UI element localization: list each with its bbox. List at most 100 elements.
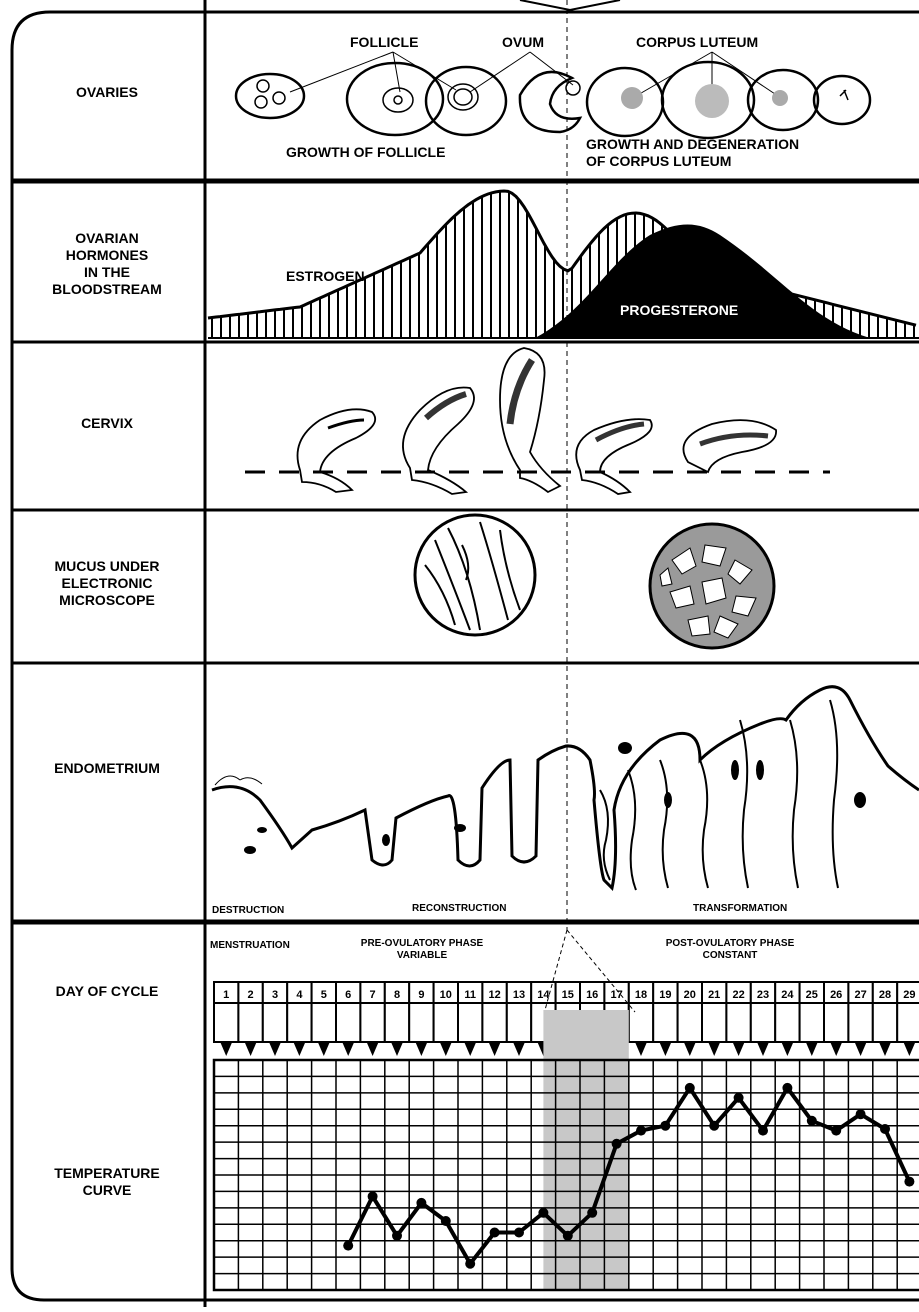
progesterone-area	[535, 224, 870, 338]
temperature-point	[831, 1126, 841, 1136]
temperature-point	[368, 1191, 378, 1201]
day-marker	[830, 1042, 842, 1056]
label-growth-degeneration: GROWTH AND DEGENERATION OF CORPUS LUTEUM	[586, 136, 799, 170]
cervix-row-label: CERVIX	[12, 415, 202, 432]
day-marker	[367, 1042, 379, 1056]
temperature-point	[782, 1083, 792, 1093]
day-marker	[635, 1042, 647, 1056]
temperature-point	[416, 1198, 426, 1208]
day-number: 2	[248, 989, 254, 1001]
day-number: 27	[854, 989, 866, 1001]
follicle-large	[426, 67, 506, 135]
day-number: 23	[757, 989, 769, 1001]
day-number: 13	[513, 989, 525, 1001]
temperature-point	[538, 1208, 548, 1218]
day-number: 9	[418, 989, 424, 1001]
ovaries-row-label: OVARIES	[12, 84, 202, 101]
day-number: 7	[370, 989, 376, 1001]
day-marker	[293, 1042, 305, 1056]
label-destruction: DESTRUCTION	[212, 905, 284, 917]
day-marker	[757, 1042, 769, 1056]
day-number: 19	[659, 989, 671, 1001]
day-number: 3	[272, 989, 278, 1001]
endometrium-row-label: ENDOMETRIUM	[12, 760, 202, 777]
day-number: 29	[903, 989, 915, 1001]
day-number: 5	[321, 989, 327, 1001]
day-number: 22	[732, 989, 744, 1001]
day-number: 25	[806, 989, 818, 1001]
day-marker	[342, 1042, 354, 1056]
day-marker	[318, 1042, 330, 1056]
day-number: 20	[684, 989, 696, 1001]
temperature-point	[807, 1116, 817, 1126]
day-number: 8	[394, 989, 400, 1001]
label-pre-ovulatory: PRE-OVULATORY PHASE VARIABLE	[332, 938, 512, 962]
hormones-row-label: OVARIAN HORMONES IN THE BLOODSTREAM	[12, 230, 202, 298]
day-number: 11	[464, 989, 476, 1001]
temperature-point	[880, 1124, 890, 1134]
endometrium-glands	[600, 700, 838, 890]
day-marker	[269, 1042, 281, 1056]
endometrium-blood-vessels	[244, 742, 866, 854]
label-reconstruction: RECONSTRUCTION	[412, 903, 506, 915]
mucus-estrogen-view	[415, 515, 535, 635]
day-of-cycle-row-label: DAY OF CYCLE	[12, 983, 202, 1000]
label-menstruation: MENSTRUATION	[210, 940, 290, 952]
day-number: 15	[562, 989, 574, 1001]
mucus-row-label: MUCUS UNDER ELECTRONIC MICROSCOPE	[12, 558, 202, 609]
temperature-point	[490, 1228, 500, 1238]
day-marker	[489, 1042, 501, 1056]
temperature-point	[343, 1241, 353, 1251]
day-number: 24	[781, 989, 794, 1001]
day-number: 26	[830, 989, 842, 1001]
label-transformation: TRANSFORMATION	[693, 903, 787, 915]
day-marker	[806, 1042, 818, 1056]
day-number: 16	[586, 989, 598, 1001]
day-marker	[464, 1042, 476, 1056]
label-corpus-luteum: CORPUS LUTEUM	[636, 34, 758, 51]
day-number: 12	[488, 989, 500, 1001]
mucus-progesterone-view	[650, 524, 774, 648]
temperature-point	[660, 1121, 670, 1131]
label-post-ovulatory: POST-OVULATORY PHASE CONSTANT	[640, 938, 820, 962]
label-ovum: OVUM	[502, 34, 544, 51]
temperature-point	[904, 1177, 914, 1187]
day-marker	[781, 1042, 793, 1056]
day-marker	[245, 1042, 257, 1056]
label-progesterone: PROGESTERONE	[620, 302, 738, 319]
day-number: 10	[440, 989, 452, 1001]
day-number: 6	[345, 989, 351, 1001]
temperature-point	[465, 1259, 475, 1269]
day-marker	[391, 1042, 403, 1056]
day-marker	[733, 1042, 745, 1056]
temperature-point	[612, 1139, 622, 1149]
day-marker	[879, 1042, 891, 1056]
temperature-point	[685, 1083, 695, 1093]
day-marker	[415, 1042, 427, 1056]
day-number: 21	[708, 989, 720, 1001]
temperature-point	[856, 1109, 866, 1119]
temperature-point	[709, 1121, 719, 1131]
day-number: 18	[635, 989, 647, 1001]
day-marker	[903, 1042, 915, 1056]
destruction-debris	[215, 776, 262, 785]
temperature-point	[758, 1126, 768, 1136]
corpus-luteum-4	[814, 76, 870, 124]
ovum	[566, 81, 580, 95]
day-marker	[440, 1042, 452, 1056]
top-notch	[520, 0, 620, 10]
endometrium-surface	[212, 687, 919, 888]
day-marker	[513, 1042, 525, 1056]
day-number: 1	[223, 989, 229, 1001]
temperature-row-label: TEMPERATURE CURVE	[12, 1165, 202, 1199]
temperature-point	[392, 1231, 402, 1241]
label-follicle: FOLLICLE	[350, 34, 418, 51]
temperature-point	[734, 1093, 744, 1103]
label-growth-of-follicle: GROWTH OF FOLLICLE	[286, 144, 445, 161]
day-marker	[659, 1042, 671, 1056]
day-marker	[684, 1042, 696, 1056]
temperature-point	[636, 1126, 646, 1136]
temperature-point	[587, 1208, 597, 1218]
follicle-small	[236, 74, 304, 118]
